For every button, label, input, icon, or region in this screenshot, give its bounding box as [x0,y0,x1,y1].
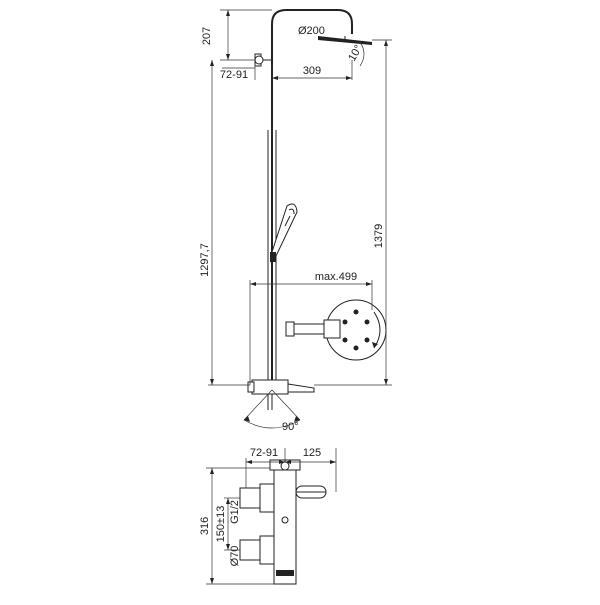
dim-mixer-height: 316 [199,517,211,535]
hand-shower [270,204,297,262]
mixer-detail [240,460,326,584]
dim-mixer-wall-offset: 72-91 [250,447,278,459]
upper-wall-bracket [255,54,272,66]
dim-spout-rotation: 90° [282,421,299,433]
wall-bracket-detail [286,300,386,360]
dim-inlet-thread: G1/2 [229,500,241,524]
dim-bar-height: 1297,7 [199,243,211,277]
dim-head-height: 207 [201,27,213,45]
dim-max-reach: max.499 [315,271,357,283]
dim-total-height: 1379 [373,224,385,248]
dim-arm-length: 309 [303,65,321,77]
dim-mixer-depth: 125 [303,447,321,459]
dim-rosette-diameter: Ø70 [229,546,241,567]
dim-wall-offset-top: 72-91 [220,69,248,81]
mixer-top [244,380,314,428]
dim-head-diameter: Ø200 [298,25,325,37]
dim-inlet-spacing: 150±13 [215,506,227,543]
